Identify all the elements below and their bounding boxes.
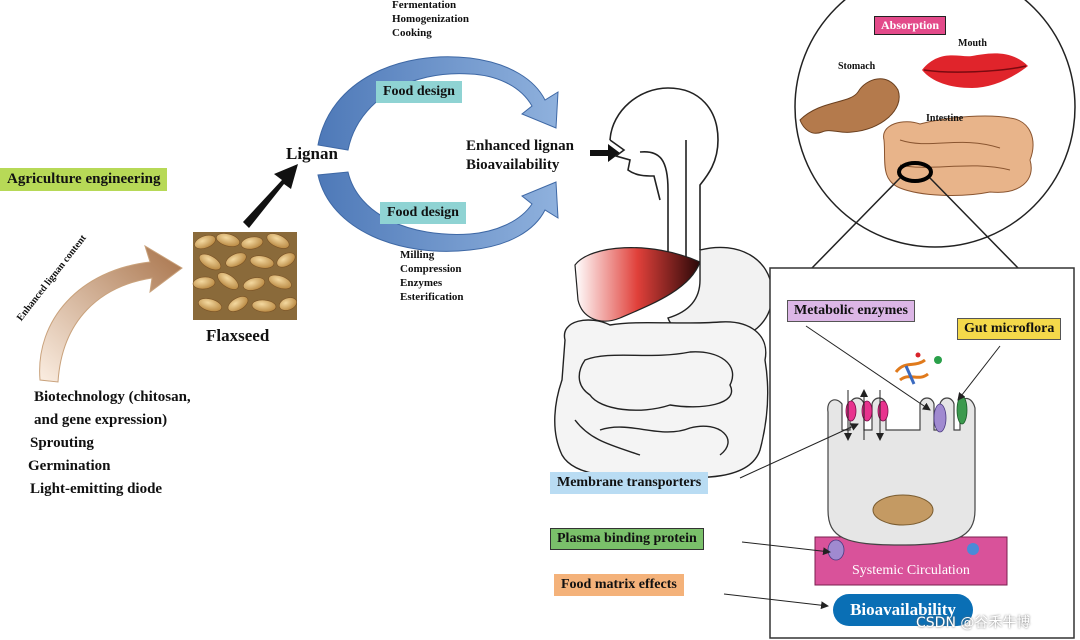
- membrane-transporters-label: Membrane transporters: [550, 472, 709, 494]
- enhanced-line-1: Enhanced lignan: [466, 138, 574, 154]
- bioavailability-label: Bioavailability: [833, 594, 973, 626]
- to-body-arrow: [590, 144, 620, 162]
- intestine-focus-ring: [897, 161, 933, 183]
- food-matrix-effects-label: Food matrix effects: [554, 574, 684, 596]
- agriculture-engineering-label: Agriculture engineering: [0, 168, 168, 191]
- process-milling: Milling: [400, 249, 435, 261]
- membrane-transporter-proteins: [845, 400, 889, 422]
- method-led: Light-emitting diode: [30, 481, 163, 497]
- food-design-top-label: Food design: [376, 81, 462, 103]
- process-esterification: Esterification: [400, 291, 464, 303]
- intestines: [554, 319, 769, 479]
- intestine-label: Intestine: [926, 113, 964, 124]
- process-compression: Compression: [400, 263, 462, 275]
- food-design-bottom-arrow: [317, 171, 559, 252]
- method-sprouting: Sprouting: [30, 435, 94, 451]
- human-body: [609, 87, 719, 270]
- absorption-title: Absorption: [874, 16, 947, 35]
- lignan-label: Lignan: [286, 144, 338, 163]
- food-design-bottom-label: Food design: [380, 202, 466, 224]
- flaxseed-label: Flaxseed: [206, 326, 270, 345]
- mouth-label: Mouth: [958, 38, 987, 49]
- enhanced-content-arrow: [39, 244, 183, 383]
- enhanced-line-2: Bioavailability: [466, 157, 560, 173]
- flaxseed-to-lignan-arrow: [243, 164, 298, 228]
- efflux-protein: [956, 395, 968, 425]
- process-homogenization: Homogenization: [392, 13, 469, 25]
- mouth-lips: [922, 53, 1028, 88]
- watermark: CSDN @谷禾牛博: [916, 615, 1031, 631]
- cell-nucleus: [872, 494, 934, 526]
- method-germination: Germination: [28, 458, 111, 474]
- plasma-protein-marker: [827, 539, 845, 561]
- food-design-top-arrow: [317, 56, 559, 151]
- intestine-illustration: [883, 115, 1034, 196]
- gut-microflora-label: Gut microflora: [957, 318, 1062, 340]
- plasma-binding-protein-label: Plasma binding protein: [550, 528, 704, 550]
- process-enzymes: Enzymes: [400, 277, 443, 289]
- systemic-circulation-label: Systemic Circulation: [852, 563, 970, 578]
- method-biotech-2: and gene expression): [34, 412, 168, 428]
- process-fermentation: Fermentation: [392, 0, 457, 11]
- metabolic-enzyme-protein: [933, 403, 947, 433]
- method-biotech-1: Biotechnology (chitosan,: [34, 389, 191, 405]
- enhanced-bioavailability-label: Enhanced lignan Bioavailability: [466, 137, 574, 175]
- flaxseed-image: [192, 232, 298, 320]
- stomach-label: Stomach: [838, 61, 876, 72]
- top-processes: Fermentation Homogenization Cooking: [392, 0, 469, 40]
- stomach-illustration: [799, 78, 900, 134]
- liver: [574, 247, 701, 322]
- bottom-processes: Milling Compression Enzymes Esterificati…: [400, 248, 464, 304]
- process-cooking: Cooking: [392, 27, 432, 39]
- metabolic-enzymes-label: Metabolic enzymes: [787, 300, 915, 322]
- gut-microflora-icons: [894, 352, 942, 385]
- methods-list: Biotechnology (chitosan, and gene expres…: [28, 386, 191, 501]
- circulation-dot: [967, 543, 979, 555]
